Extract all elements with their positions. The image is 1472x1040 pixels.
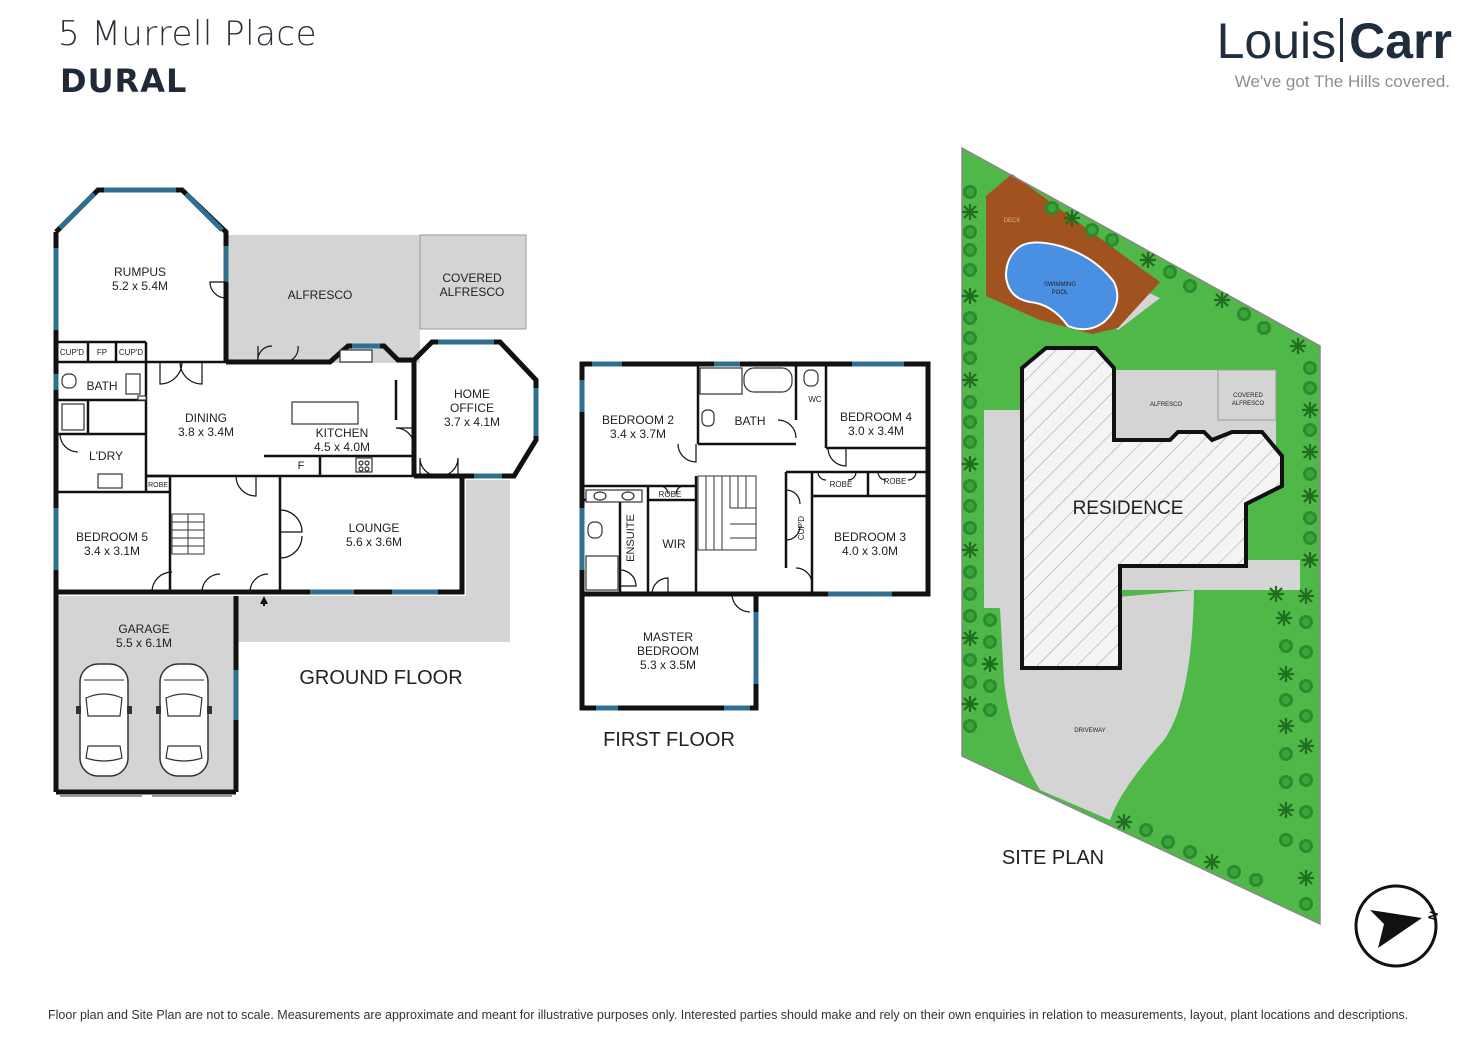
ensuite-label: ENSUITE bbox=[625, 514, 637, 562]
covered-alfresco-label-2: ALFRESCO bbox=[440, 285, 505, 299]
first-windows bbox=[579, 361, 904, 711]
logo-first: Louis bbox=[1216, 13, 1337, 69]
first-floor-title: FIRST FLOOR bbox=[603, 729, 735, 751]
alfresco-area bbox=[226, 235, 420, 363]
bedroom5-name: BEDROOM 5 bbox=[76, 530, 148, 544]
covered-alfresco-area bbox=[419, 234, 527, 330]
logo-tagline: We've got The Hills covered. bbox=[1234, 72, 1450, 91]
site-driveway-label: DRIVEWAY bbox=[1074, 728, 1105, 734]
bedroom2-name: BEDROOM 2 bbox=[602, 413, 674, 427]
site-covered-label-2: ALFRESCO bbox=[1232, 401, 1265, 407]
dining-name: DINING bbox=[185, 411, 227, 425]
rumpus-size: 5.2 x 5.4M bbox=[112, 279, 168, 293]
alfresco-label: ALFRESCO bbox=[288, 288, 353, 302]
porch-area bbox=[236, 480, 510, 642]
bedroom2-size: 3.4 x 3.7M bbox=[610, 427, 666, 441]
lounge-size: 5.6 x 3.6M bbox=[346, 535, 402, 549]
site-residence-label: RESIDENCE bbox=[1073, 498, 1184, 519]
office-name-2: OFFICE bbox=[450, 401, 494, 415]
bedroom4-name: BEDROOM 4 bbox=[840, 410, 912, 424]
kitchen-name: KITCHEN bbox=[316, 426, 369, 440]
kitchen-island bbox=[291, 401, 359, 425]
cupd-right-label: CUP'D bbox=[119, 348, 143, 357]
site-plan bbox=[960, 146, 1321, 926]
bedroom3-name: BEDROOM 3 bbox=[834, 530, 906, 544]
ground-floor bbox=[53, 187, 539, 797]
garage-size: 5.5 x 6.1M bbox=[116, 636, 172, 650]
site-alfresco-label: ALFRESCO bbox=[1150, 402, 1183, 408]
cupd-left-label: CUP'D bbox=[60, 348, 84, 357]
wir-label: WIR bbox=[662, 537, 686, 551]
ground-floor-title: GROUND FLOOR bbox=[299, 667, 462, 689]
bedroom5-size: 3.4 x 3.1M bbox=[84, 544, 140, 558]
rumpus-name: RUMPUS bbox=[114, 265, 166, 279]
laundry-label: L'DRY bbox=[89, 449, 123, 463]
disclaimer-text: Floor plan and Site Plan are not to scal… bbox=[48, 1008, 1409, 1022]
ground-windows bbox=[53, 187, 539, 720]
lounge-name: LOUNGE bbox=[349, 521, 400, 535]
garage-name: GARAGE bbox=[118, 622, 169, 636]
logo-last: Carr bbox=[1349, 13, 1452, 69]
bedroom4-size: 3.0 x 3.4M bbox=[848, 424, 904, 438]
fp-label: FP bbox=[97, 348, 107, 357]
kitchen-size: 4.5 x 4.0M bbox=[314, 440, 370, 454]
site-plan-title: SITE PLAN bbox=[1002, 847, 1104, 869]
compass-icon: N bbox=[1354, 884, 1441, 968]
office-name-1: HOME bbox=[454, 387, 490, 401]
cupd-label: CUP'D bbox=[797, 516, 806, 540]
robe-b4-label: ROBE bbox=[884, 477, 907, 486]
master-name-1: MASTER bbox=[643, 630, 693, 644]
site-residence bbox=[1020, 346, 1284, 670]
covered-alfresco-label-1: COVERED bbox=[442, 271, 502, 285]
ground-bath-label: BATH bbox=[86, 379, 117, 393]
fridge-label: F bbox=[298, 460, 305, 472]
site-pool bbox=[1004, 241, 1119, 331]
office-size: 3.7 x 4.1M bbox=[444, 415, 500, 429]
dining-size: 3.8 x 3.4M bbox=[178, 425, 234, 439]
compass-north: N bbox=[1425, 910, 1441, 922]
site-deck-label: DECK bbox=[1004, 218, 1021, 224]
master-size: 5.3 x 3.5M bbox=[640, 658, 696, 672]
bedroom3-size: 4.0 x 3.0M bbox=[842, 544, 898, 558]
site-pool-label-2: POOL bbox=[1052, 290, 1069, 296]
master-name-2: BEDROOM bbox=[637, 644, 699, 658]
robe-b2-label: ROBE bbox=[659, 490, 682, 499]
site-pool-label-1: SWIMMING bbox=[1044, 282, 1076, 288]
site-covered-label-1: COVERED bbox=[1233, 393, 1263, 399]
property-street: 5 Murrell Place bbox=[58, 14, 318, 54]
wc-label: WC bbox=[808, 395, 822, 404]
ground-robe-label: ROBE bbox=[148, 482, 168, 489]
first-bath-label: BATH bbox=[734, 414, 765, 428]
first-floor bbox=[579, 361, 931, 711]
robe-b3-label: ROBE bbox=[830, 480, 853, 489]
property-suburb: DURAL bbox=[60, 62, 188, 100]
